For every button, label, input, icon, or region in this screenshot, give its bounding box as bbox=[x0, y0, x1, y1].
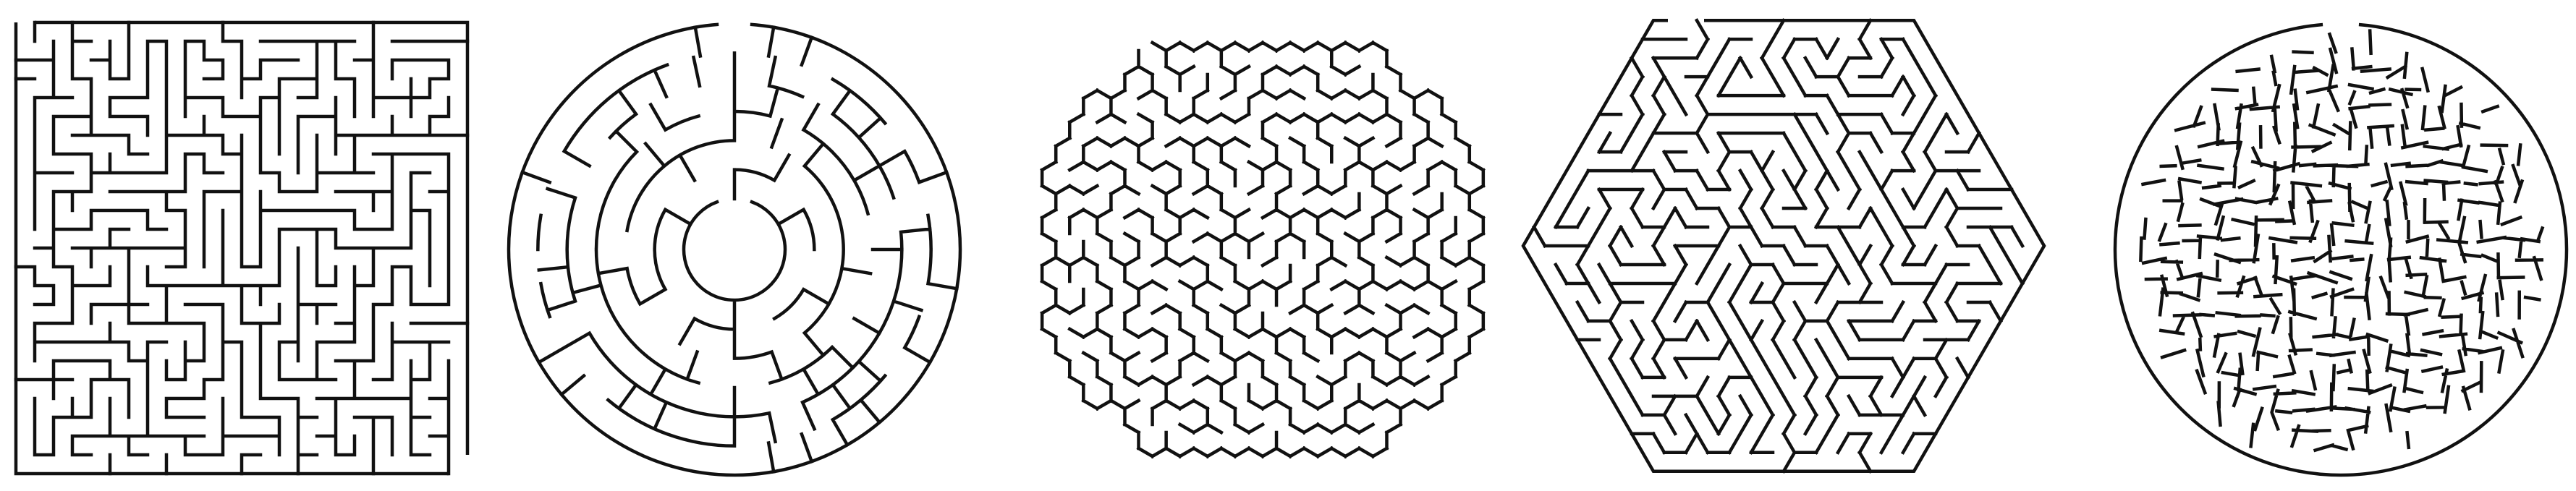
maze-octagon bbox=[1040, 40, 1486, 459]
maze-border bbox=[1521, 18, 2046, 474]
maze-wall bbox=[2139, 29, 2545, 453]
maze-border bbox=[507, 22, 962, 477]
maze-square bbox=[14, 20, 470, 476]
maze-wall bbox=[1531, 18, 2025, 474]
maze-border bbox=[14, 20, 470, 476]
maze-circular bbox=[507, 22, 962, 477]
maze-border bbox=[2113, 22, 2569, 477]
maze-wall bbox=[14, 20, 470, 476]
maze-wall bbox=[520, 25, 959, 474]
maze-hexagon bbox=[1521, 18, 2046, 474]
maze-wall bbox=[1040, 40, 1486, 459]
maze-circle-voronoi bbox=[2113, 22, 2569, 477]
